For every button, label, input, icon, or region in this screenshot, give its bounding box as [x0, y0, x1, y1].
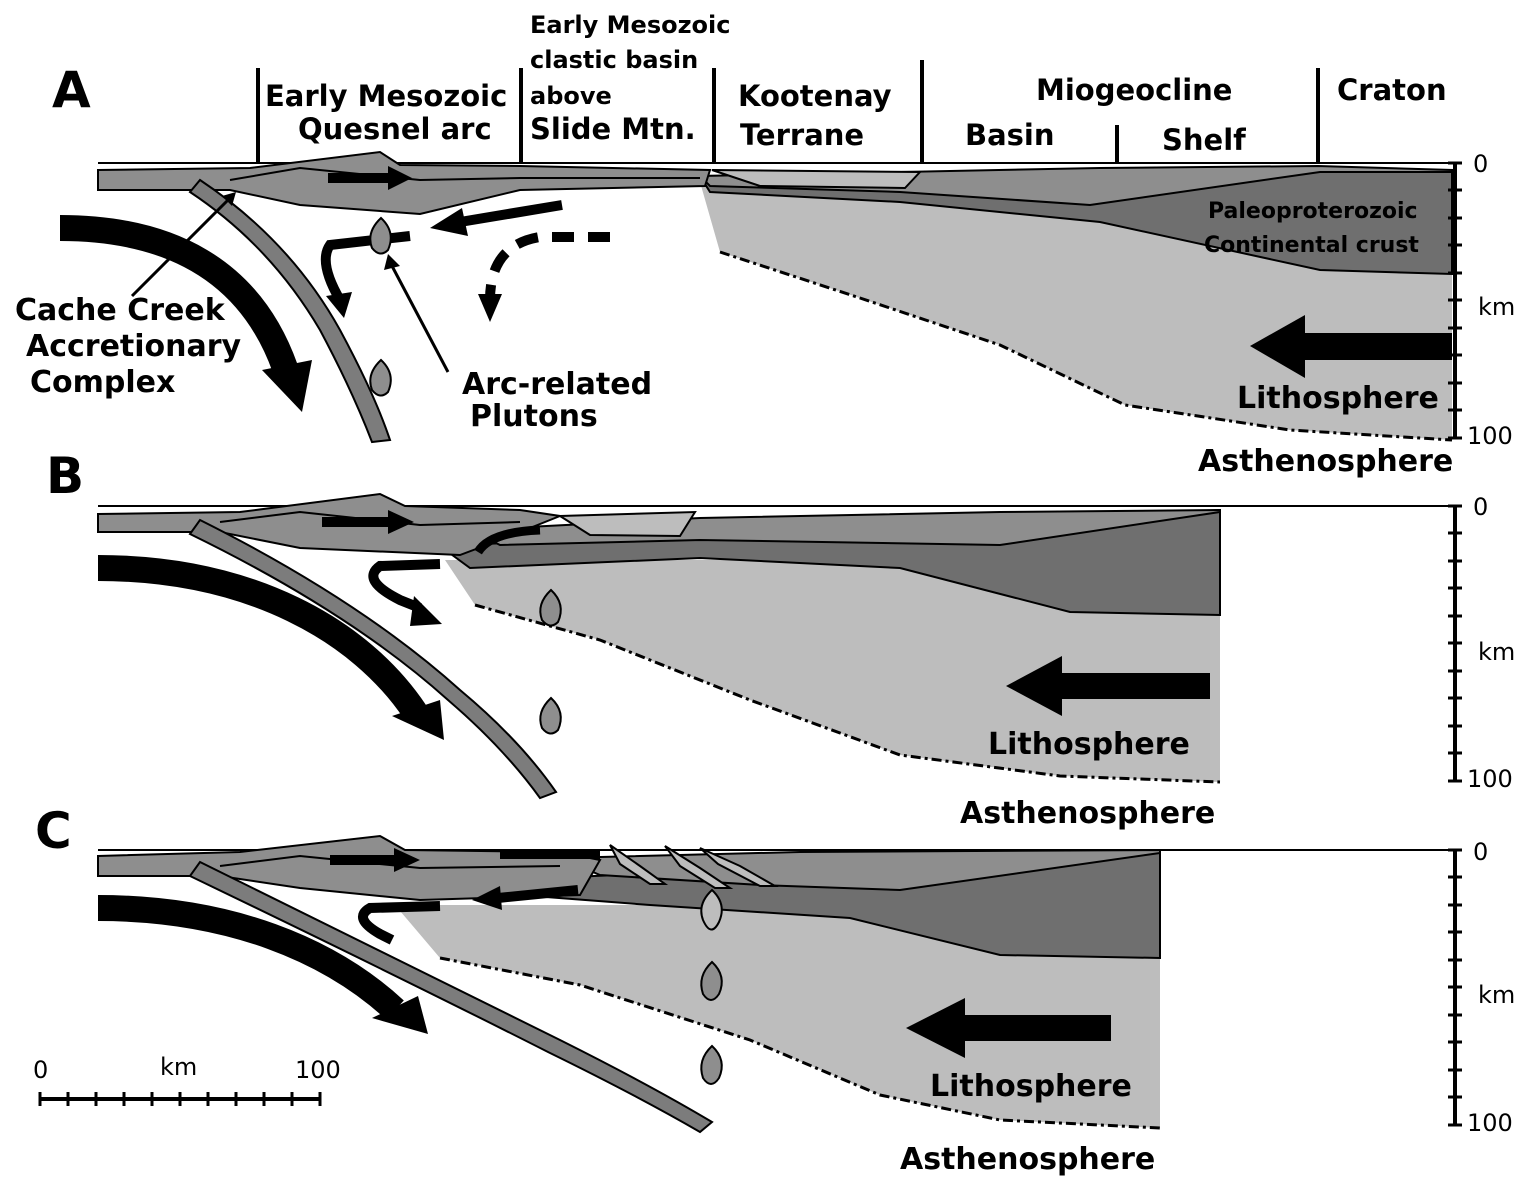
panel-b: B Lithosphere Asthenosphere [46, 447, 1515, 831]
mantle-flow-arrow-b [98, 568, 415, 712]
mantle-flow-arrow-c [98, 908, 395, 1010]
corner-flow-arrowhead-b [410, 596, 442, 626]
plate-motion-arrow-c [965, 1015, 1111, 1041]
depth-axis-a-top: 0 [1473, 150, 1488, 178]
pluton-pointer-head [384, 254, 400, 270]
panel-c: C Lithosphere Asthenosphere [35, 802, 1515, 1177]
corner-flow-arrow-a [326, 236, 410, 300]
panel-c-letter: C [35, 802, 72, 860]
asthenosphere-label-a: Asthenosphere [1198, 444, 1453, 479]
miogeocline-label: Miogeocline [1036, 73, 1232, 107]
depth-axis-b [1448, 506, 1462, 781]
cache-creek-label-2: Accretionary [26, 329, 242, 364]
depth-axis-a-bottom: 100 [1467, 422, 1513, 450]
depth-axis-c-unit: km [1478, 981, 1515, 1009]
clastic-basin-label-2: clastic basin [530, 46, 698, 74]
lithosphere-label-b: Lithosphere [988, 727, 1190, 762]
return-flow-arrowhead-a [430, 208, 468, 236]
dashed-flow-arrow-a [490, 237, 610, 300]
pluton-a-2 [370, 360, 390, 396]
arc-plutons-label-1: Arc-related [462, 367, 652, 402]
slide-mtn-label: Slide Mtn. [530, 112, 696, 146]
kootenay-terrane-label-1: Kootenay [738, 79, 892, 113]
panel-a-letter: A [52, 61, 91, 119]
plate-motion-arrow-b [1062, 673, 1210, 699]
asthenosphere-label-b: Asthenosphere [960, 796, 1215, 831]
paleo-crust-label-2: Continental crust [1204, 233, 1419, 258]
kootenay-terrane-label-2: Terrane [740, 118, 864, 152]
arc-crust-a [98, 152, 710, 214]
return-flow-arrow-a [460, 205, 562, 222]
depth-axis-c [1448, 850, 1462, 1125]
lithosphere-label-a: Lithosphere [1237, 381, 1439, 416]
pluton-b-2 [540, 698, 560, 734]
cache-creek-label-3: Complex [30, 365, 175, 400]
depth-axis-b-bottom: 100 [1467, 765, 1513, 793]
depth-axis-a-unit: km [1478, 293, 1515, 321]
mantle-flow-arrowhead-a [262, 360, 312, 412]
clastic-basin-label-1: Early Mesozoic [530, 11, 731, 39]
lithosphere-label-c: Lithosphere [930, 1069, 1132, 1104]
pluton-pointer [392, 266, 448, 372]
arc-plutons-label-2: Plutons [470, 399, 598, 434]
scale-bar-start: 0 [33, 1056, 48, 1084]
plate-motion-arrow-a [1305, 333, 1452, 360]
basin-label: Basin [965, 118, 1055, 152]
asthenosphere-label-c: Asthenosphere [900, 1142, 1155, 1177]
shelf-label: Shelf [1162, 123, 1246, 157]
scale-bar-unit: km [160, 1053, 197, 1081]
corner-flow-arrow-b [373, 564, 440, 608]
panel-a: A Early Mesozoic Quesnel arc Early Mesoz… [15, 11, 1515, 479]
depth-axis-c-bottom: 100 [1467, 1109, 1513, 1137]
craton-label: Craton [1337, 73, 1447, 107]
paleo-crust-label-1: Paleoproterozoic [1208, 199, 1418, 224]
pluton-c-3 [701, 1046, 721, 1084]
dashed-flow-arrowhead-a [478, 294, 502, 322]
clastic-basin-label-3: above [530, 82, 612, 110]
horizontal-scale-bar [40, 1092, 320, 1106]
depth-axis-b-unit: km [1478, 638, 1515, 666]
scale-bar-end: 100 [295, 1056, 341, 1084]
quesnel-arc-label-2: Quesnel arc [298, 112, 492, 146]
pluton-a-1 [370, 218, 390, 254]
depth-axis-c-top: 0 [1473, 838, 1488, 866]
depth-axis-b-top: 0 [1473, 493, 1488, 521]
panel-b-letter: B [46, 447, 84, 505]
quesnel-arc-label-1: Early Mesozoic [265, 79, 507, 113]
cache-creek-label-1: Cache Creek [15, 293, 226, 328]
